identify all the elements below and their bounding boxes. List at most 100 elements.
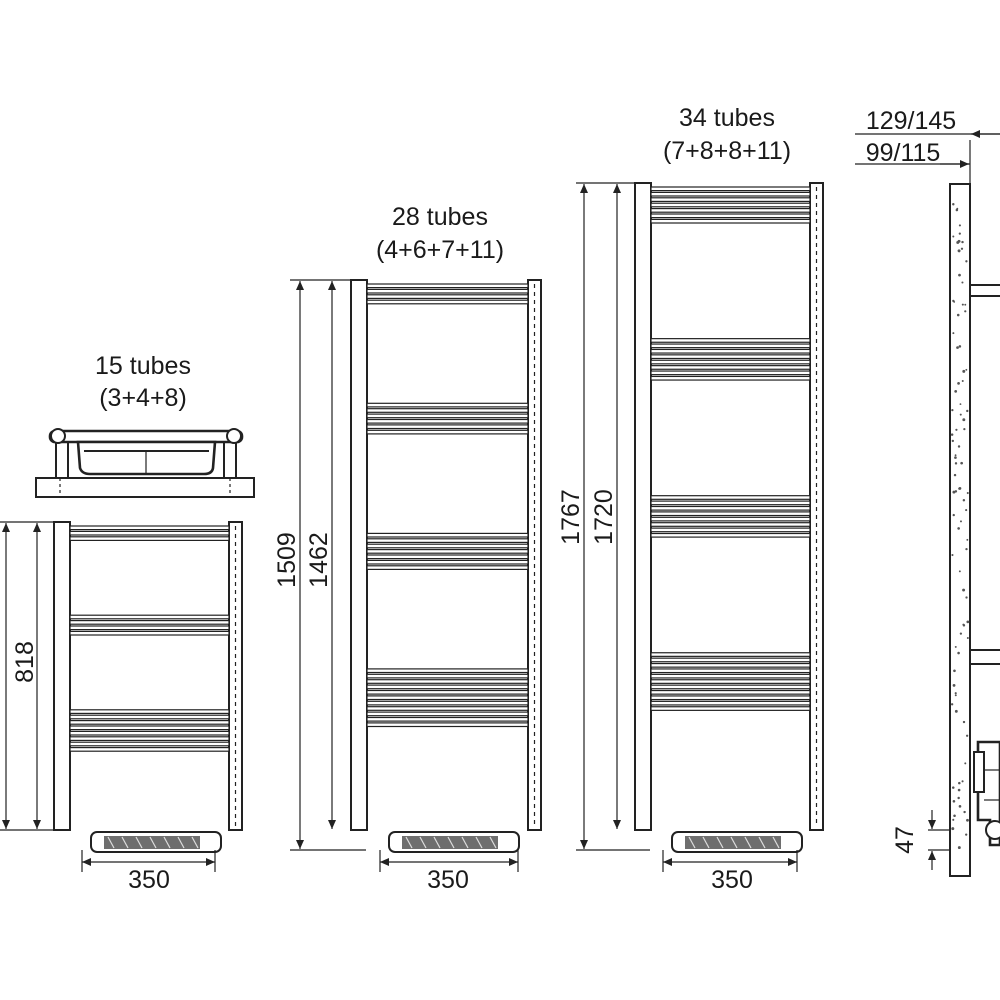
heating-tube (650, 354, 811, 360)
medium-radiator-grouping-label: (4+6+7+11) (376, 236, 504, 264)
wall-hatch-speck (966, 620, 970, 624)
large-radiator-outer-height-label: 1767 (557, 489, 585, 545)
right-collector-tube (527, 279, 542, 831)
wall-hatch-speck (962, 720, 966, 724)
right-collector-tube (228, 521, 243, 831)
heating-tube (366, 711, 529, 717)
wall-hatch-speck (966, 409, 969, 413)
wall-hatch-speck (964, 303, 967, 306)
heating-tube (366, 538, 529, 543)
wall-hatch-speck (966, 538, 969, 541)
heating-tube (366, 668, 529, 674)
wall-hatch-speck (952, 490, 956, 494)
wall-hatch-speck (959, 403, 962, 406)
wall-hatch-speck (958, 805, 962, 808)
heating-tube (366, 695, 529, 701)
wall-hatch-speck (959, 520, 962, 523)
side-view-bottom-clearance-label: 47 (891, 826, 919, 854)
heating-tube (366, 418, 529, 424)
wall-hatch-speck (954, 645, 957, 648)
wall-hatch-speck (951, 553, 954, 557)
wall-hatch-speck (965, 260, 968, 263)
heating-tube (366, 684, 529, 690)
small-radiator-grouping-label: (3+4+8) (99, 384, 187, 412)
heating-tube (69, 725, 230, 731)
heating-tube (650, 359, 811, 365)
wall-hatch-speck (953, 669, 956, 673)
wall-hatch-speck (965, 596, 968, 599)
large-radiator-dimensions (576, 182, 798, 872)
heating-tube (366, 722, 529, 728)
heating-tube (366, 716, 529, 722)
heating-tube (69, 730, 230, 736)
heating-tube (366, 706, 529, 711)
wall-hatch-speck (957, 527, 960, 530)
heating-tube (650, 213, 811, 219)
heating-tube (366, 689, 529, 695)
wall-hatch-speck (958, 487, 961, 490)
small-radiator-width-label: 350 (128, 866, 170, 894)
heating-tube (650, 706, 811, 711)
wall-hatch-speck (952, 235, 955, 238)
heating-tube (650, 522, 811, 527)
wall-hatch-speck (957, 788, 961, 792)
wall-hatch-speck (952, 203, 955, 206)
heating-tube (69, 736, 230, 741)
wall-hatch-speck (953, 473, 957, 477)
wall-hatch-speck (962, 418, 966, 422)
heating-tube (366, 288, 529, 294)
wall-hatch-speck (958, 781, 961, 785)
wall-hatch-speck (954, 456, 957, 459)
heating-tube (69, 741, 230, 747)
wall-hatch-speck (952, 332, 955, 335)
heating-tube (650, 511, 811, 517)
heating-tube (366, 679, 529, 684)
small-radiator-inner-height-label: 818 (11, 641, 39, 683)
wall-hatch-speck (961, 303, 964, 306)
small-radiator-dimensions (0, 521, 216, 872)
wall-hatch-speck (957, 651, 960, 655)
wall-hatch-speck (966, 818, 969, 822)
wall-hatch-speck (964, 762, 967, 765)
wall-hatch-speck (954, 389, 958, 393)
heating-tube (650, 375, 811, 381)
heating-tube (366, 408, 529, 413)
wall-hatch-speck (962, 369, 966, 373)
wall-hatch-speck (954, 709, 958, 713)
heating-tube (650, 202, 811, 208)
heating-tube (69, 625, 230, 631)
wall-hatch-speck (965, 833, 968, 836)
large-radiator-inner-height-label: 1720 (590, 489, 618, 545)
heating-tube (69, 719, 230, 725)
wall-hatch-speck (962, 623, 965, 626)
heating-tube (650, 673, 811, 679)
heating-tube (366, 429, 529, 435)
wall-hatch-speck (954, 692, 957, 695)
medium-radiator-outer-height-label: 1509 (273, 532, 301, 588)
heating-tube (650, 338, 811, 343)
heating-tube (366, 294, 529, 299)
medium-radiator-inner-height-label: 1462 (305, 532, 333, 588)
wall-hatch-speck (956, 207, 959, 210)
wall-hatch-speck (959, 632, 963, 635)
heating-tube (69, 746, 230, 752)
side-view-offset-dimensions (855, 130, 1000, 870)
heating-tube (69, 619, 230, 625)
wall-hatch-speck (965, 509, 968, 512)
wall-hatch-speck (963, 810, 966, 814)
wall-hatch-speck (966, 492, 969, 495)
left-collector-tube (53, 521, 71, 831)
heating-tube (69, 630, 230, 636)
wall-hatch-speck (958, 273, 961, 277)
heating-tube (650, 495, 811, 500)
wall-hatch-speck (958, 224, 961, 227)
heating-tube (650, 657, 811, 663)
large-radiator-grouping-label: (7+8+8+11) (663, 137, 791, 165)
bottom-heater-unit (388, 831, 520, 853)
wall-hatch-speck (965, 734, 969, 737)
heating-tube (69, 709, 230, 714)
heating-tube (650, 527, 811, 533)
wall-hatch-speck (965, 368, 968, 371)
bottom-heater-unit (671, 831, 803, 853)
